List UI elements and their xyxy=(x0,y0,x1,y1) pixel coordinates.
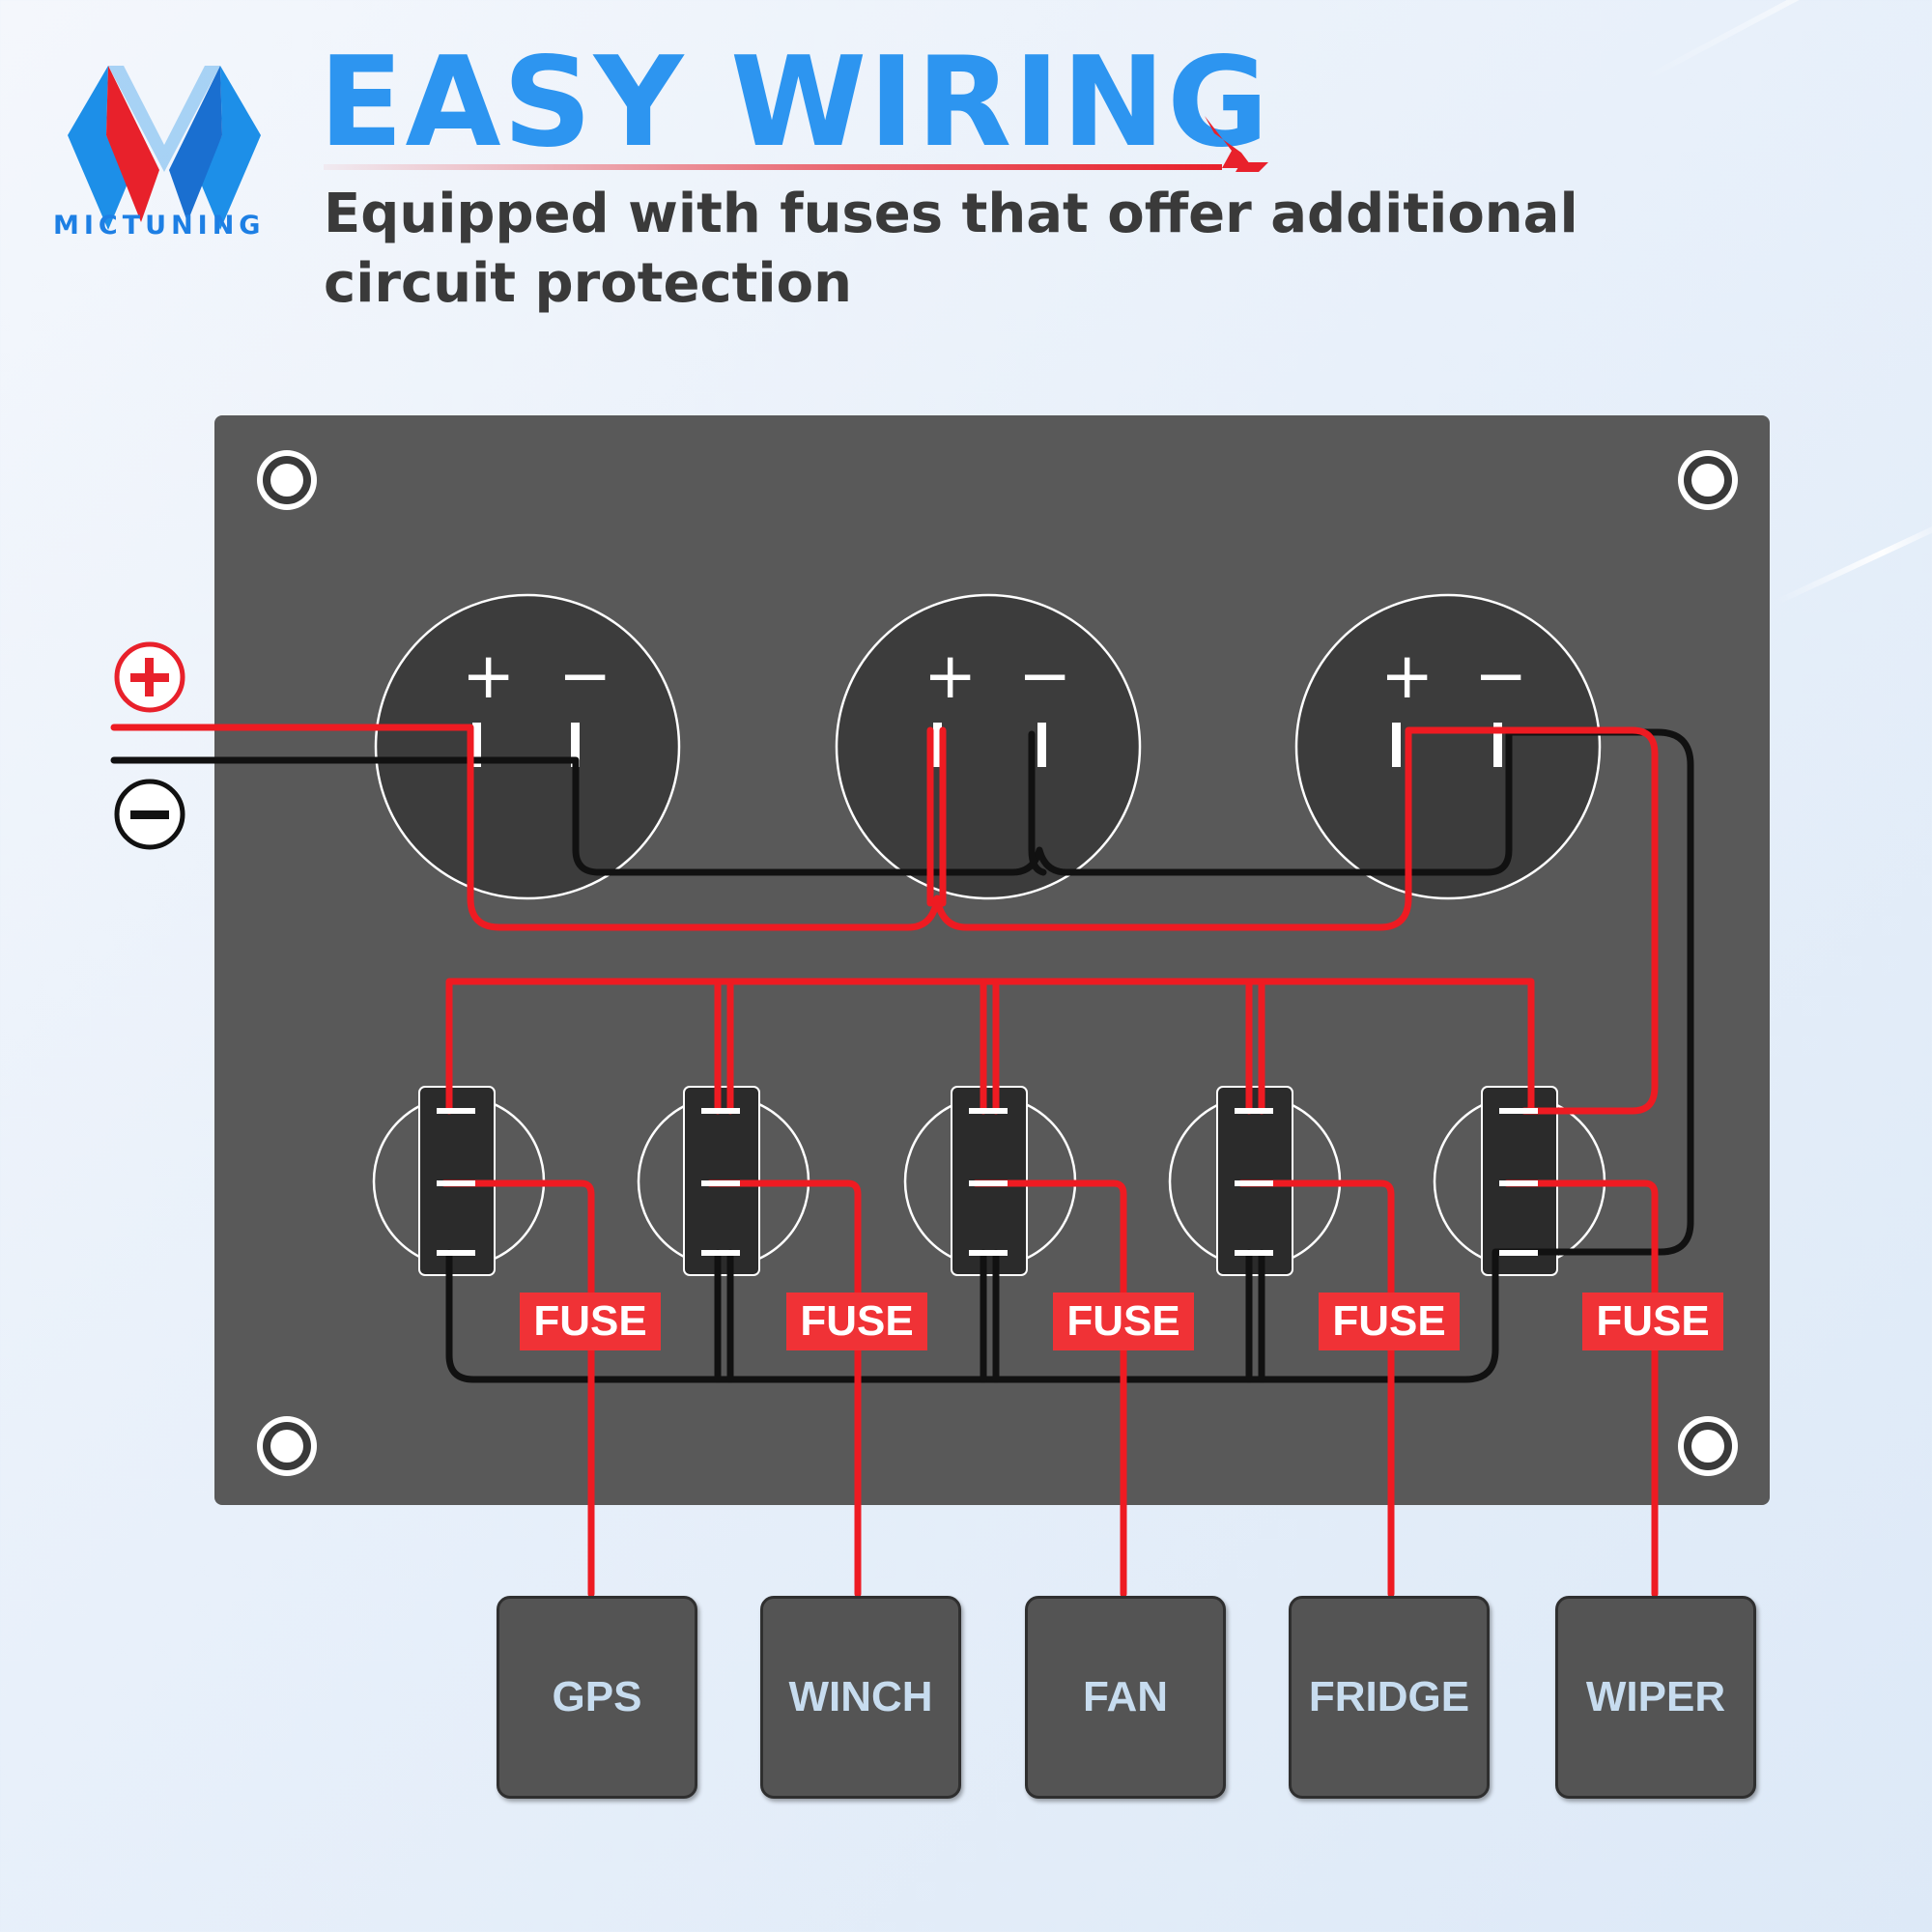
device-fan-label: FAN xyxy=(1083,1673,1168,1720)
fuse-label-3: FUSE xyxy=(1053,1293,1194,1350)
mictuning-logo-icon xyxy=(68,66,261,230)
mounting-hole xyxy=(1678,450,1738,510)
fuse-label-4: FUSE xyxy=(1319,1293,1460,1350)
socket-2-minus-label: − xyxy=(1018,639,1072,713)
socket-2-plus-label: + xyxy=(923,639,978,713)
socket-1 xyxy=(374,593,681,900)
socket-3-plus-label: + xyxy=(1380,639,1435,713)
device-wiper-label: WIPER xyxy=(1585,1673,1726,1720)
device-wiper: WIPER xyxy=(1555,1596,1756,1799)
device-winch-label: WINCH xyxy=(788,1673,933,1720)
page-title: EASY WIRING xyxy=(319,31,1271,175)
device-gps: GPS xyxy=(497,1596,697,1799)
socket-1-minus-label: − xyxy=(558,639,612,713)
socket-1-plus-label: + xyxy=(462,639,516,713)
socket-3-minus-label: − xyxy=(1474,639,1528,713)
fuse-label-2: FUSE xyxy=(786,1293,927,1350)
fuse-label-5: FUSE xyxy=(1582,1293,1723,1350)
title-underline xyxy=(324,116,1268,172)
mounting-hole xyxy=(257,1416,317,1476)
page-subtitle: Equipped with fuses that offer additiona… xyxy=(324,183,1578,315)
socket-3 xyxy=(1294,593,1602,900)
device-fridge-label: FRIDGE xyxy=(1308,1673,1470,1720)
mounting-hole xyxy=(1678,1416,1738,1476)
device-winch: WINCH xyxy=(760,1596,961,1799)
device-fridge: FRIDGE xyxy=(1289,1596,1490,1799)
brand-name: MICTUNING xyxy=(53,211,266,241)
fuse-label-1: FUSE xyxy=(520,1293,661,1350)
socket-2 xyxy=(835,593,1142,900)
minus-circle-icon xyxy=(114,779,185,850)
device-gps-label: GPS xyxy=(552,1673,642,1720)
device-fan: FAN xyxy=(1025,1596,1226,1799)
mounting-hole xyxy=(257,450,317,510)
plus-circle-icon xyxy=(114,641,185,713)
